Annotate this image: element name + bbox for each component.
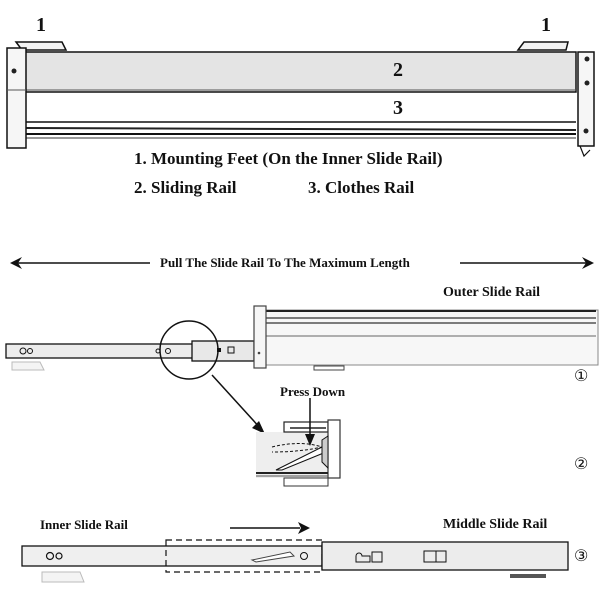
- assembly-illustration: [6, 41, 595, 158]
- inner-slide-rail-label: Inner Slide Rail: [40, 517, 128, 532]
- callout-feet-right: 1: [541, 14, 551, 36]
- callout-feet-left: 1: [36, 14, 46, 36]
- end-bracket-right: [577, 51, 595, 158]
- direction-arrow: [298, 522, 310, 534]
- step3-illustration: [21, 522, 569, 583]
- magnifier-circle: [159, 320, 219, 380]
- max-length-arrow: [10, 257, 594, 269]
- step-marker-2: ②: [574, 456, 589, 473]
- clothes-rail: [25, 121, 577, 139]
- step3-middle-rail: [321, 541, 569, 571]
- middle-slide-rail-label: Middle Slide Rail: [443, 517, 548, 532]
- press-down-label: Press Down: [280, 384, 346, 399]
- outer-slide-rail: [263, 309, 599, 366]
- step1-illustration: [5, 305, 599, 434]
- end-bracket-left: [6, 47, 27, 149]
- legend-sliding-rail: 2. Sliding Rail: [134, 178, 237, 197]
- inner-slide-rail: [5, 343, 197, 359]
- step2-illustration: [256, 398, 341, 487]
- instruction-headline: Pull The Slide Rail To The Maximum Lengt…: [160, 255, 410, 270]
- step-marker-3: ③: [574, 548, 589, 565]
- middle-slide-rail: [191, 340, 255, 362]
- callout-sliding-rail: 2: [393, 59, 403, 81]
- outer-slide-rail-label: Outer Slide Rail: [443, 285, 540, 300]
- step-marker-1: ①: [574, 368, 589, 385]
- callout-clothes-rail: 3: [393, 97, 403, 119]
- legend-clothes-rail: 3. Clothes Rail: [308, 178, 415, 197]
- mounting-foot-right: [516, 41, 569, 51]
- sliding-rail: [23, 51, 577, 93]
- legend-mounting-feet: 1. Mounting Feet (On the Inner Slide Rai…: [134, 149, 443, 168]
